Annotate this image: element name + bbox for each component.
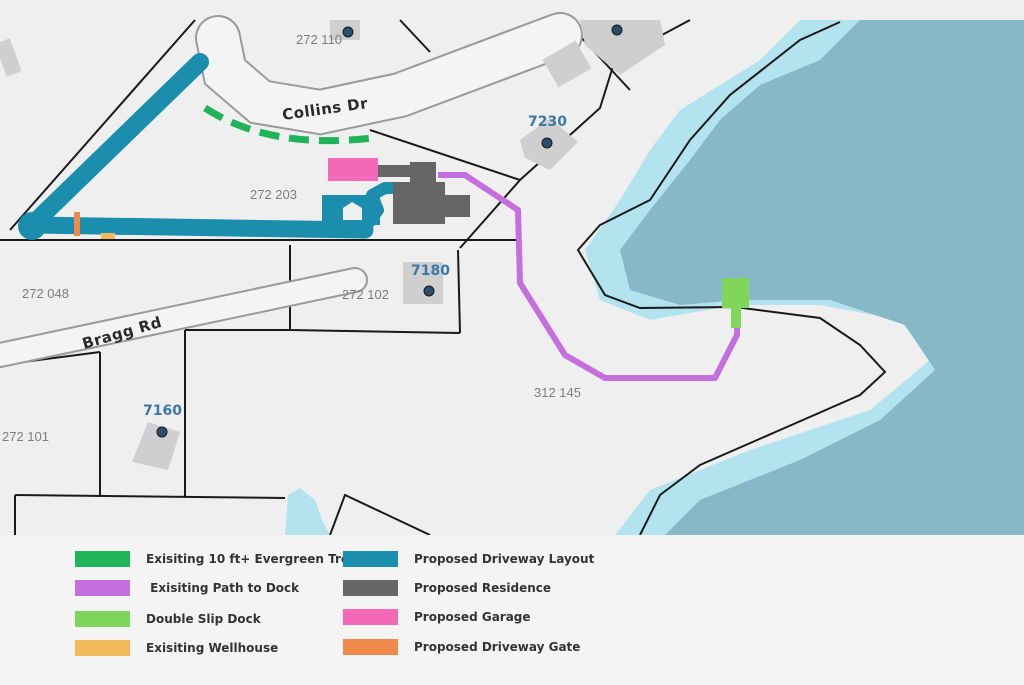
path-to-dock (438, 172, 740, 381)
evergreen-trees (203, 105, 373, 145)
wellhouse (101, 233, 115, 239)
shallow-water-patch (285, 488, 330, 535)
site-map: 272 110 272 203 272 048 272 102 312 145 … (0, 12, 1024, 535)
legend-swatch (75, 580, 130, 596)
parcel-label-272-048: 272 048 (22, 286, 69, 301)
bragg-rd-road-surface (0, 269, 366, 366)
address-label-7160: 7160 (143, 403, 182, 419)
address-label-7230: 7230 (528, 114, 567, 130)
parcel-label-312-145: 312 145 (534, 385, 581, 400)
legend-item-garage: Proposed Garage (343, 607, 531, 627)
parcel-label-272-203: 272 203 (250, 187, 297, 202)
collins-dr-road-surface (197, 14, 581, 134)
legend-label: Proposed Driveway Gate (414, 640, 581, 654)
legend-item-gate: Proposed Driveway Gate (343, 637, 580, 657)
parcel-label-272-101: 272 101 (2, 429, 49, 444)
house-markers (156, 24, 623, 438)
map-legend: Exisiting 10 ft+ Evergreen Trees Exisiti… (0, 535, 1024, 685)
driveway-gate (74, 212, 80, 236)
address-label-7180: 7180 (411, 263, 450, 279)
legend-item-trees: Exisiting 10 ft+ Evergreen Trees (75, 549, 364, 569)
legend-swatch (343, 580, 398, 596)
driveway-loop-hole (343, 202, 362, 220)
deep-water (620, 20, 1024, 535)
shoreline (576, 21, 887, 535)
legend-label: Double Slip Dock (146, 612, 261, 626)
legend-item-path: Exisiting Path to Dock (75, 578, 299, 598)
proposed-garage (328, 158, 378, 181)
legend-item-wellhouse: Exisiting Wellhouse (75, 638, 278, 658)
legend-swatch (343, 551, 398, 567)
legend-swatch (343, 609, 398, 625)
legend-swatch (75, 551, 130, 567)
legend-item-residence: Proposed Residence (343, 578, 551, 598)
legend-item-dock: Double Slip Dock (75, 609, 261, 629)
legend-label: Exisiting Wellhouse (146, 641, 279, 655)
legend-label: Proposed Residence (414, 581, 551, 595)
parcel-label-272-102: 272 102 (342, 287, 389, 302)
legend-label: Proposed Driveway Layout (414, 552, 595, 566)
double-slip-dock-stem (731, 306, 741, 328)
proposed-residence (378, 162, 470, 224)
legend-swatch (75, 640, 130, 656)
legend-swatch (343, 639, 398, 655)
legend-label: Exisiting Path to Dock (146, 581, 300, 595)
double-slip-dock (722, 278, 749, 308)
legend-label: Exisiting 10 ft+ Evergreen Trees (146, 552, 365, 566)
legend-item-driveway: Proposed Driveway Layout (343, 549, 594, 569)
parcel-label-272-110: 272 110 (296, 32, 342, 47)
legend-label: Proposed Garage (414, 610, 531, 624)
lot-lines (0, 19, 691, 535)
driveway-turnaround (18, 212, 46, 240)
legend-swatch (75, 611, 130, 627)
